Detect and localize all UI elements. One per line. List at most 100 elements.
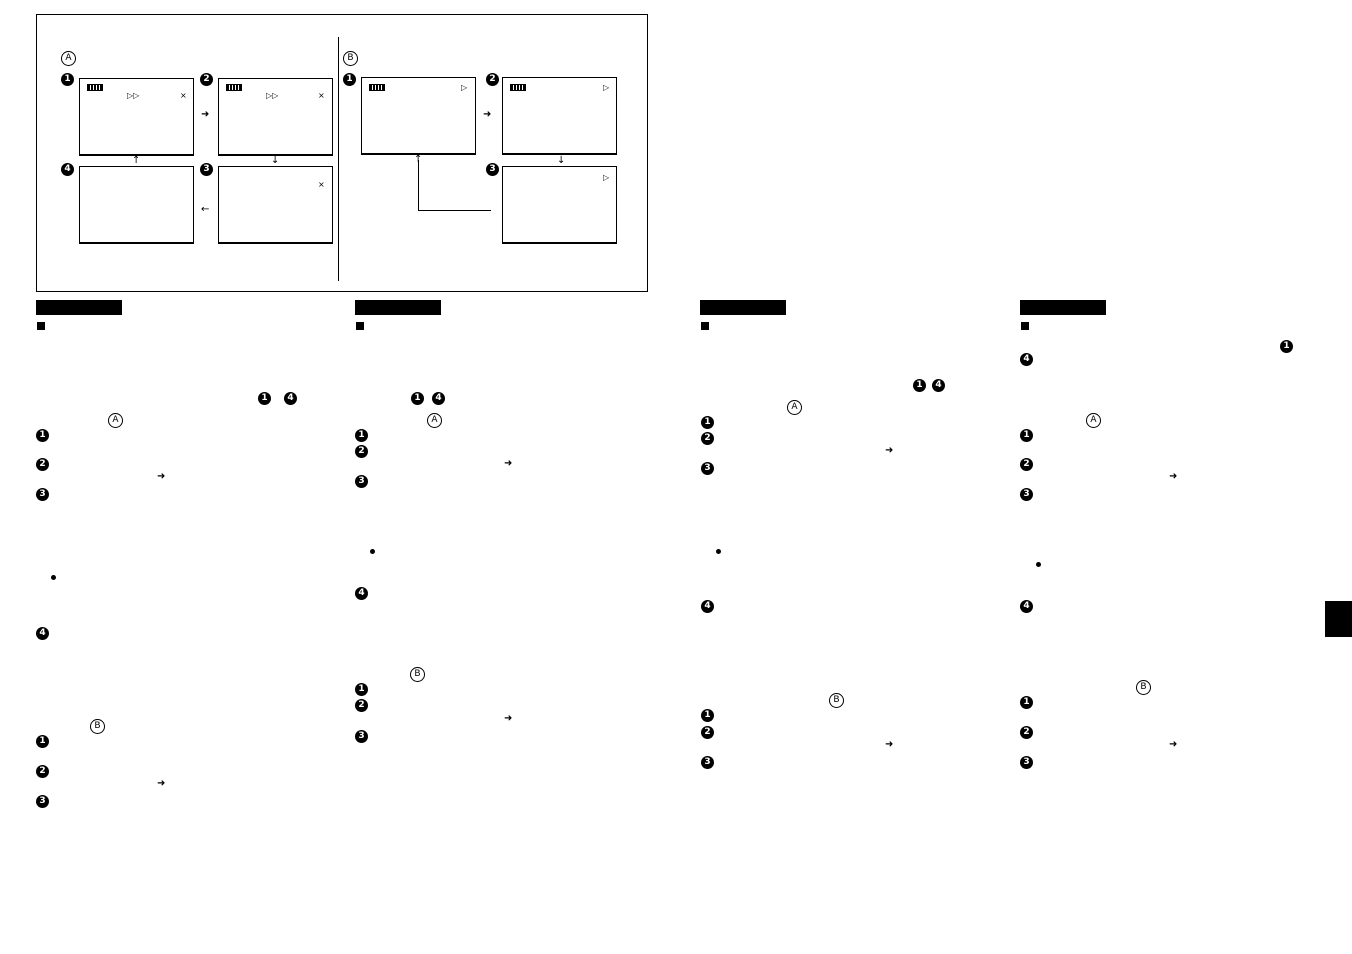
mode-b-label: B xyxy=(90,719,105,734)
step-2-marker: 2 xyxy=(1020,726,1033,739)
step-1-marker: 1 xyxy=(701,709,714,722)
step-1-marker: 1 xyxy=(258,392,271,405)
round-bullet xyxy=(370,549,375,554)
arrow-down-icon: ↓ xyxy=(271,155,280,166)
play-icon: ▷ xyxy=(461,83,468,92)
arrow-left-icon: ← xyxy=(201,204,210,215)
return-line xyxy=(418,210,491,211)
battery-icon xyxy=(226,84,242,91)
arrow-right-icon: ➜ xyxy=(885,445,894,456)
mode-a-label: A xyxy=(427,413,442,428)
cross-mark: × xyxy=(318,180,325,189)
step-1-marker: 1 xyxy=(913,379,926,392)
step-1-marker: 1 xyxy=(355,683,368,696)
illustration-frame xyxy=(36,14,648,292)
mode-a-label: A xyxy=(787,400,802,415)
step-4-marker: 4 xyxy=(355,587,368,600)
screen-b3: ▷ xyxy=(502,166,617,244)
step-1-marker: 1 xyxy=(1020,696,1033,709)
step-4-marker: 4 xyxy=(36,627,49,640)
play-icon: ▷ xyxy=(603,173,610,182)
step-4-marker: 4 xyxy=(432,392,445,405)
panel-b-label: B xyxy=(343,51,358,66)
step-1-marker: 1 xyxy=(1020,429,1033,442)
round-bullet xyxy=(716,549,721,554)
step-2-marker: 2 xyxy=(200,73,213,86)
step-3-marker: 3 xyxy=(1020,488,1033,501)
section-header-bar xyxy=(355,300,441,315)
screen-a1: ▷▷ × xyxy=(79,78,194,156)
square-bullet xyxy=(37,322,45,330)
round-bullet xyxy=(1036,562,1041,567)
arrow-right-icon: ➜ xyxy=(201,109,210,120)
step-3-marker: 3 xyxy=(1020,756,1033,769)
arrow-right-icon: ➜ xyxy=(1169,739,1178,750)
mode-b-label: B xyxy=(1136,680,1151,695)
screen-a3: × xyxy=(218,166,333,244)
arrow-right-icon: ➜ xyxy=(157,778,166,789)
mode-b-label: B xyxy=(829,693,844,708)
step-3-marker: 3 xyxy=(355,475,368,488)
step-1-marker: 1 xyxy=(701,416,714,429)
step-4-marker: 4 xyxy=(1020,353,1033,366)
square-bullet xyxy=(701,322,709,330)
section-header-bar xyxy=(36,300,122,315)
battery-icon xyxy=(87,84,103,91)
fast-forward-icon: ▷▷ xyxy=(127,91,140,100)
step-1-marker: 1 xyxy=(411,392,424,405)
arrow-right-icon: ➜ xyxy=(1169,471,1178,482)
page-thumb-tab xyxy=(1325,601,1352,637)
arrow-right-icon: ➜ xyxy=(504,713,513,724)
play-icon: ▷ xyxy=(603,83,610,92)
step-2-marker: 2 xyxy=(486,73,499,86)
step-3-marker: 3 xyxy=(36,795,49,808)
step-2-marker: 2 xyxy=(36,765,49,778)
step-3-marker: 3 xyxy=(701,756,714,769)
mode-a-label: A xyxy=(108,413,123,428)
mode-b-label: B xyxy=(410,667,425,682)
cross-mark: × xyxy=(180,91,187,100)
step-2-marker: 2 xyxy=(701,432,714,445)
step-4-marker: 4 xyxy=(61,163,74,176)
battery-icon xyxy=(510,84,526,91)
arrow-right-icon: ➜ xyxy=(157,471,166,482)
screen-a4 xyxy=(79,166,194,244)
step-1-marker: 1 xyxy=(36,429,49,442)
section-header-bar xyxy=(1020,300,1106,315)
arrow-right-icon: ➜ xyxy=(504,458,513,469)
step-4-marker: 4 xyxy=(701,600,714,613)
step-4-marker: 4 xyxy=(1020,600,1033,613)
arrow-up-icon: ↑ xyxy=(132,155,141,166)
step-2-marker: 2 xyxy=(355,445,368,458)
step-3-marker: 3 xyxy=(701,462,714,475)
cross-mark: × xyxy=(318,91,325,100)
step-2-marker: 2 xyxy=(36,458,49,471)
step-3-marker: 3 xyxy=(355,730,368,743)
arrow-up-icon: ↑ xyxy=(414,154,423,165)
step-4-marker: 4 xyxy=(932,379,945,392)
battery-icon xyxy=(369,84,385,91)
fast-forward-icon: ▷▷ xyxy=(266,91,279,100)
screen-a2: ▷▷ × xyxy=(218,78,333,156)
panel-divider xyxy=(338,37,339,281)
round-bullet xyxy=(51,575,56,580)
step-3-marker: 3 xyxy=(36,488,49,501)
panel-a-label: A xyxy=(61,51,76,66)
section-header-bar xyxy=(700,300,786,315)
arrow-right-icon: ➜ xyxy=(885,739,894,750)
step-1-marker: 1 xyxy=(355,429,368,442)
step-3-marker: 3 xyxy=(486,163,499,176)
step-4-marker: 4 xyxy=(284,392,297,405)
step-2-marker: 2 xyxy=(1020,458,1033,471)
step-2-marker: 2 xyxy=(701,726,714,739)
step-2-marker: 2 xyxy=(355,699,368,712)
square-bullet xyxy=(356,322,364,330)
return-line xyxy=(418,160,419,211)
square-bullet xyxy=(1021,322,1029,330)
arrow-down-icon: ↓ xyxy=(557,155,566,166)
step-1-marker: 1 xyxy=(1280,340,1293,353)
step-1-marker: 1 xyxy=(36,735,49,748)
arrow-right-icon: ➜ xyxy=(483,109,492,120)
mode-a-label: A xyxy=(1086,413,1101,428)
step-1-marker: 1 xyxy=(61,73,74,86)
